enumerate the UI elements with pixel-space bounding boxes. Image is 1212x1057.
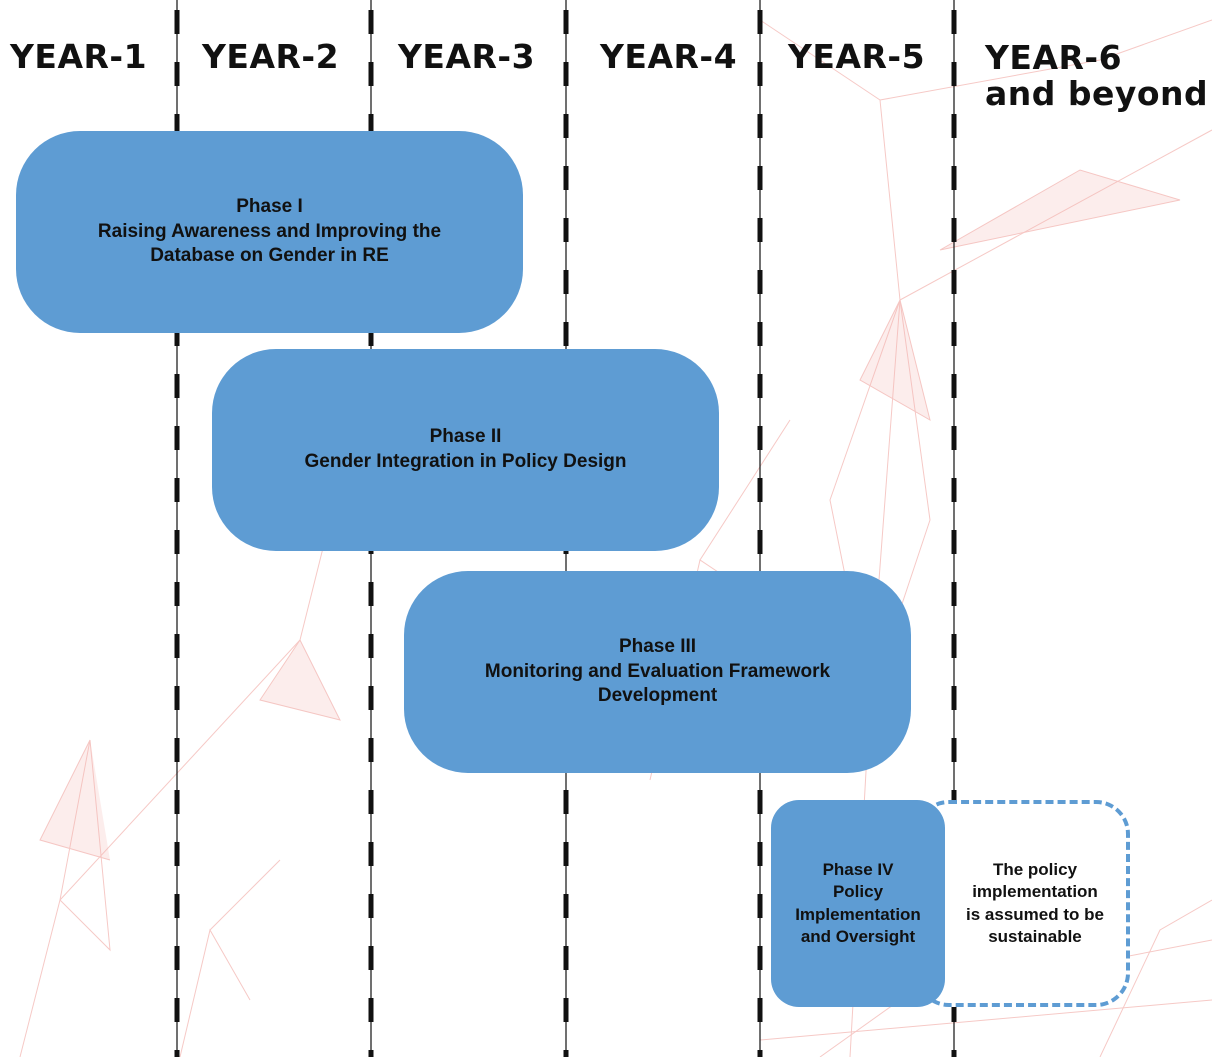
phase-3-line: Development xyxy=(597,685,718,707)
phase-1-line: Database on Gender in RE xyxy=(150,245,389,267)
year-4-label: YEAR-4 xyxy=(600,37,738,76)
phase-4-line: and Oversight xyxy=(800,926,916,946)
phase-2-box: Phase II Gender Integration in Policy De… xyxy=(212,349,719,551)
note-line: sustainable xyxy=(988,926,1082,946)
phase-1-box: Phase I Raising Awareness and Improving … xyxy=(16,131,523,333)
year-3-label: YEAR-3 xyxy=(398,37,536,76)
phase-4-box: Phase IV Policy Implementation and Overs… xyxy=(771,800,945,1007)
phase-4-line: Policy xyxy=(832,882,884,902)
year-divider-line xyxy=(757,0,763,1057)
note-line: The policy xyxy=(992,860,1078,880)
note-line: implementation xyxy=(972,882,1098,902)
year-6-title: YEAR-6 xyxy=(985,38,1123,77)
year-5-label: YEAR-5 xyxy=(788,37,926,76)
year-2-label: YEAR-2 xyxy=(202,37,340,76)
phase-2-title: Phase II xyxy=(429,426,502,448)
phase-3-title: Phase III xyxy=(618,635,697,657)
phase-4-line: Implementation xyxy=(795,904,921,924)
year-6-subtitle: and beyond xyxy=(985,74,1209,114)
phase-1-line: Raising Awareness and Improving the xyxy=(97,220,442,242)
phase-4-title: Phase IV xyxy=(822,860,894,880)
phase-3-box: Phase III Monitoring and Evaluation Fram… xyxy=(404,571,911,773)
note-line: is assumed to be xyxy=(966,904,1104,924)
sustainability-note: The policy implementation is assumed to … xyxy=(945,800,1125,1007)
phase-3-line: Monitoring and Evaluation Framework xyxy=(484,660,831,682)
phase-2-line: Gender Integration in Policy Design xyxy=(304,451,627,472)
year-6-label: YEAR-6 and beyond xyxy=(985,38,1209,114)
phase-1-title: Phase I xyxy=(236,195,303,217)
sustainability-dashed-box xyxy=(915,800,1130,1007)
year-1-label: YEAR-1 xyxy=(10,37,148,76)
